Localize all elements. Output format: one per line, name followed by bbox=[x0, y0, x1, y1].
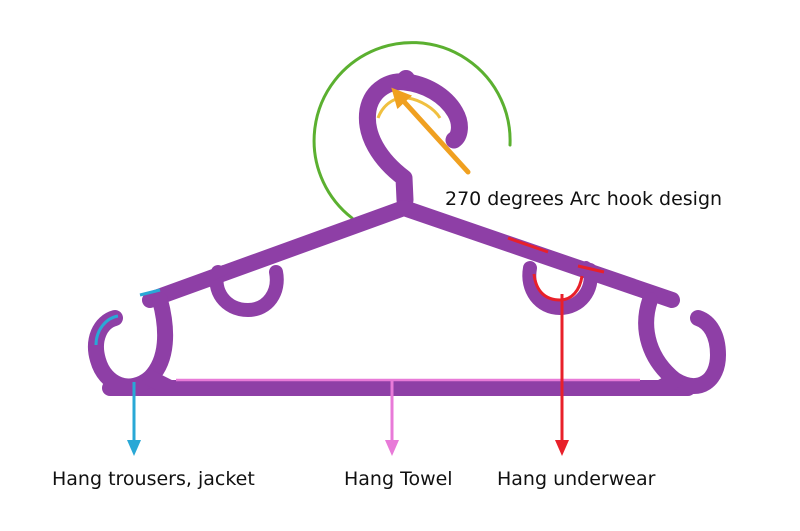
green-arc-indicator bbox=[312, 41, 512, 220]
orange-arrow bbox=[391, 87, 471, 175]
trousers-highlight bbox=[94, 288, 161, 346]
underwear-highlight-3 bbox=[577, 264, 605, 274]
red-arrow bbox=[555, 294, 569, 456]
pink-arrow bbox=[385, 380, 399, 456]
blue-arrow bbox=[127, 382, 141, 456]
trousers-annotation: Hang trousers, jacket bbox=[52, 468, 255, 490]
plastic-hanger-photo bbox=[88, 70, 726, 396]
underwear-annotation: Hang underwear bbox=[497, 468, 656, 490]
underwear-highlight-1 bbox=[507, 236, 549, 254]
hook-annotation: 270 degrees Arc hook design bbox=[445, 188, 723, 210]
towel-annotation: Hang Towel bbox=[344, 468, 453, 490]
underwear-highlight-2 bbox=[532, 273, 584, 302]
